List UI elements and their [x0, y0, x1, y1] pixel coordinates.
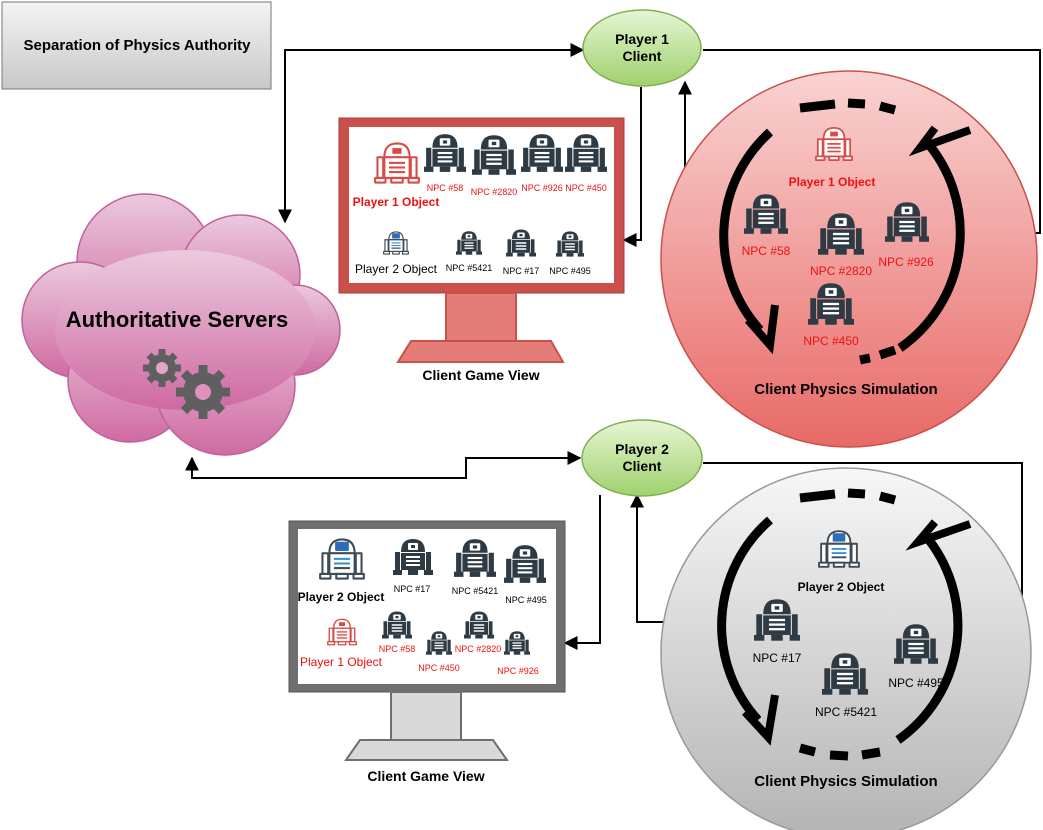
player2-sim-label: Client Physics Simulation: [754, 773, 937, 790]
p2sim-own-label: Player 2 Object: [798, 580, 885, 594]
p1view-npc-label: NPC #495: [549, 266, 591, 276]
p2sim-npc-label: NPC #495: [888, 676, 944, 690]
cycle-arrows: [719, 98, 972, 365]
p1view-npc-label: NPC #450: [565, 183, 607, 193]
player1-sim-label: Client Physics Simulation: [754, 381, 937, 398]
authoritative-servers-cloud: [21, 193, 341, 456]
p2view-npc-label: NPC #450: [418, 663, 460, 673]
p1view-npc-label: NPC #5421: [446, 263, 493, 273]
title-box: [1, 1, 272, 90]
player2-client-label-line2: Client: [623, 458, 662, 474]
p1view-npc-label: NPC #58: [427, 183, 464, 193]
player1-client-node: [582, 9, 702, 87]
p1view-npc-label: NPC #926: [521, 183, 563, 193]
p2sim-npc-label: NPC #17: [753, 651, 802, 665]
player1-client-label-line2: Client: [623, 48, 662, 64]
player1-client-label-line1: Player 1: [615, 31, 669, 47]
p2view-npc-label: NPC #495: [505, 595, 547, 605]
p1sim-npc-label: NPC #58: [742, 244, 791, 258]
p1view-npc-label: NPC #2820: [471, 187, 518, 197]
player2-client-node: [581, 419, 703, 497]
p1sim-own-label: Player 1 Object: [789, 175, 876, 189]
diagram-title: Separation of Physics Authority: [24, 37, 252, 54]
p1sim-npc-label: NPC #926: [878, 255, 934, 269]
p2sim-npc-label: NPC #5421: [815, 705, 877, 719]
p2view-other-label: Player 1 Object: [300, 655, 383, 669]
p1sim-npc-label: NPC #450: [803, 334, 859, 348]
p1sim-npc-label: NPC #2820: [810, 264, 872, 278]
p2view-npc-label: NPC #926: [497, 666, 539, 676]
player2-client-label-line1: Player 2: [615, 441, 669, 457]
p2view-npc-label: NPC #2820: [455, 644, 502, 654]
p2view-npc-label: NPC #17: [394, 584, 431, 594]
gears-icon: [143, 349, 230, 419]
player1-view-label: Client Game View: [422, 367, 539, 383]
p2view-own-label: Player 2 Object: [298, 590, 385, 604]
player2-view-label: Client Game View: [367, 768, 484, 784]
cycle-arrows: [717, 488, 972, 761]
p1view-npc-label: NPC #17: [503, 266, 540, 276]
p2view-npc-label: NPC #5421: [452, 586, 499, 596]
p1view-own-label: Player 1 Object: [353, 195, 440, 209]
p2view-npc-label: NPC #58: [379, 644, 416, 654]
p1view-other-label: Player 2 Object: [355, 262, 438, 276]
servers-label: Authoritative Servers: [66, 307, 289, 332]
